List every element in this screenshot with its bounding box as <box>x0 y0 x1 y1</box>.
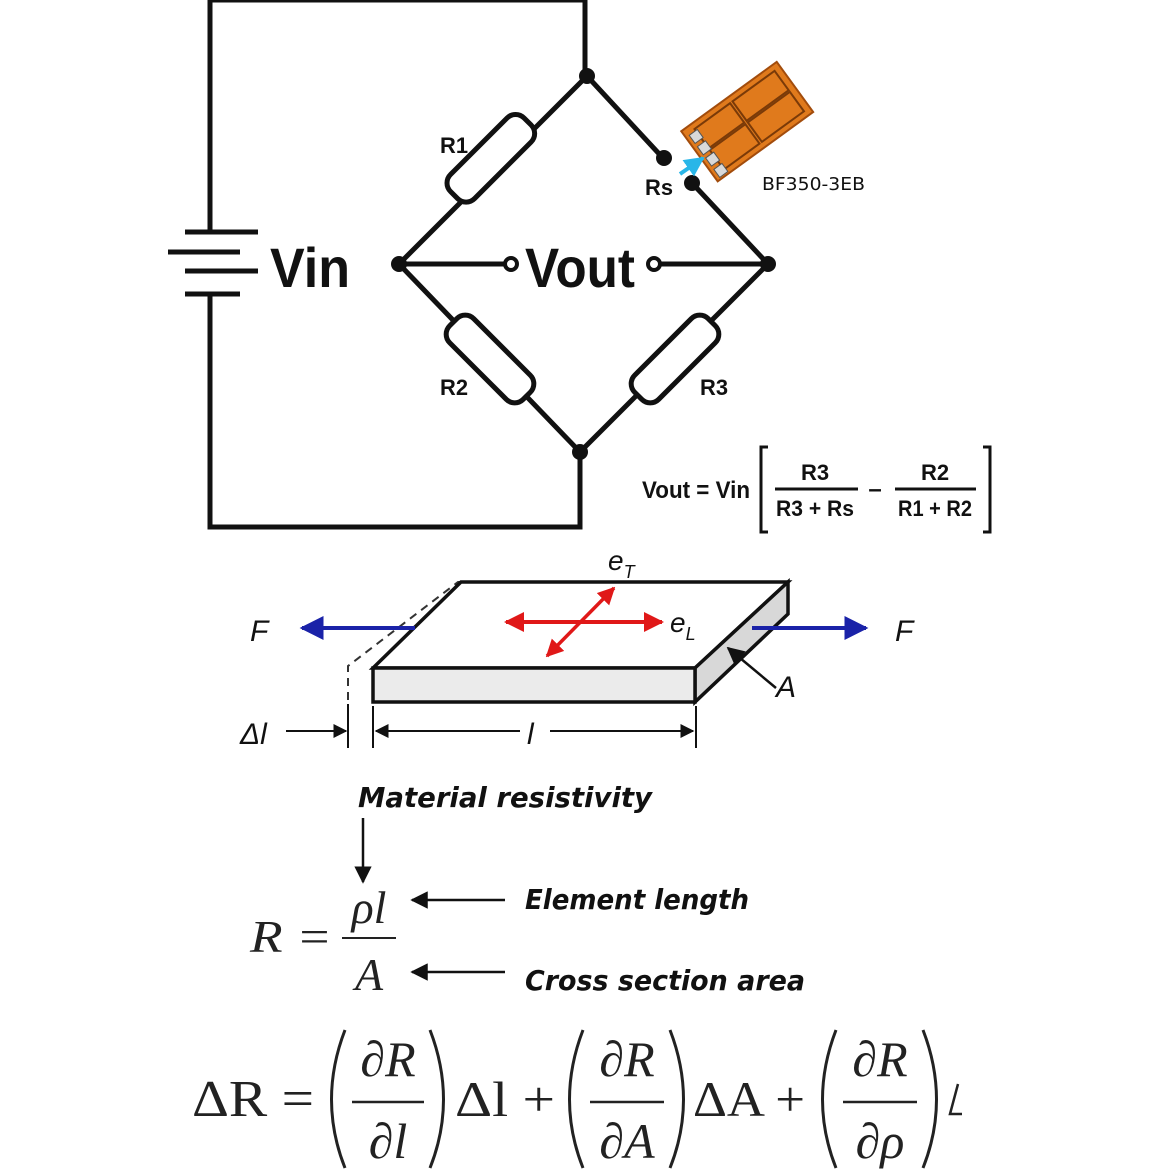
rs-label: Rs <box>645 175 673 200</box>
formula-den2: R1 + R2 <box>898 496 972 521</box>
transverse-strain-arrow <box>545 586 616 658</box>
node-left <box>391 256 407 272</box>
r3-label: R3 <box>700 375 728 400</box>
strained-element: F F eT eL A Δl l <box>239 545 915 751</box>
delta-l-label: Δl <box>239 718 268 751</box>
transverse-strain-symbol: e <box>608 545 624 576</box>
resistor-r1-icon <box>444 111 538 205</box>
formula-minus: – <box>868 476 881 503</box>
term1-multiplier: Δl + <box>455 1071 555 1127</box>
term2-denominator: ∂A <box>599 1113 655 1169</box>
node-bottom <box>572 444 588 460</box>
output-terminal-left <box>503 256 519 272</box>
bridge-edge-top-right <box>585 74 664 159</box>
bracket-right <box>983 445 992 534</box>
paren-left-1 <box>330 1029 347 1169</box>
r1-label: R1 <box>440 133 468 158</box>
paren-left-3 <box>821 1029 838 1169</box>
resistance-formula: Material resistivity R = ρl A Element le… <box>249 781 805 1000</box>
differential-formula: ΔR = ∂R ∂l Δl + ∂R ∂A ΔA + ∂R ∂ρ <box>192 1029 962 1169</box>
longitudinal-strain-subscript: L <box>686 624 696 644</box>
term1-numerator: ∂R <box>360 1031 415 1087</box>
term2-numerator: ∂R <box>599 1031 654 1087</box>
longitudinal-strain-symbol: e <box>670 607 686 638</box>
delta-r-lhs: ΔR = <box>192 1071 314 1128</box>
supply-wire <box>207 0 585 232</box>
force-label-right: F <box>895 615 915 648</box>
transverse-strain-label: eT <box>608 545 637 582</box>
paren-right-1 <box>428 1029 445 1169</box>
strain-gauge-chip-icon <box>679 60 815 183</box>
length-note: Element length <box>525 883 749 916</box>
paren-right-2 <box>668 1029 685 1169</box>
bracket-left <box>759 445 768 534</box>
force-label-left: F <box>250 615 270 648</box>
area-note: Cross section area <box>525 964 805 997</box>
resistor-r2-icon <box>443 312 537 406</box>
return-wire <box>207 295 583 530</box>
wheatstone-bridge: Vin Vout R1 R2 R3 Rs <box>168 0 992 534</box>
resistivity-note: Material resistivity <box>358 781 654 814</box>
cropped-glyph-edge <box>948 1083 962 1116</box>
length-label: l <box>527 718 535 751</box>
area-pointer-line <box>726 646 777 689</box>
plate-front-face <box>371 666 697 704</box>
r-denominator: A <box>352 949 384 1000</box>
rs-terminal-bottom <box>684 175 700 191</box>
vout-label: Vout <box>525 236 635 299</box>
sensor-model-label: BF350-3EB <box>762 174 865 195</box>
longitudinal-strain-label: eL <box>670 607 696 644</box>
node-top <box>579 68 595 84</box>
term1-denominator: ∂l <box>369 1113 408 1169</box>
sensor-indicator-arrow <box>678 156 705 177</box>
formula-num1: R3 <box>801 460 829 485</box>
bridge-output-formula: Vout = Vin R3 R3 + Rs – R2 R1 + R2 <box>642 445 992 534</box>
transverse-strain-subscript: T <box>624 562 637 582</box>
formula-num2: R2 <box>921 460 949 485</box>
term3-denominator: ∂ρ <box>856 1113 905 1169</box>
area-label: A <box>774 671 796 704</box>
formula-lhs: Vout = Vin <box>642 477 750 504</box>
battery-icon <box>168 229 258 297</box>
r2-label: R2 <box>440 375 468 400</box>
resistor-r3-icon <box>628 312 722 406</box>
term2-multiplier: ΔA + <box>693 1071 805 1127</box>
formula-den1: R3 + Rs <box>776 496 854 521</box>
r-equals: R = <box>249 911 332 962</box>
paren-right-3 <box>921 1029 938 1169</box>
paren-left-2 <box>568 1029 585 1169</box>
output-terminal-right <box>646 256 662 272</box>
vin-label: Vin <box>270 236 350 299</box>
term3-numerator: ∂R <box>852 1031 907 1087</box>
rs-terminal-top <box>656 150 672 166</box>
bridge-edge-rs-right <box>690 181 770 266</box>
r-numerator: ρl <box>350 882 387 933</box>
node-right <box>760 256 776 272</box>
